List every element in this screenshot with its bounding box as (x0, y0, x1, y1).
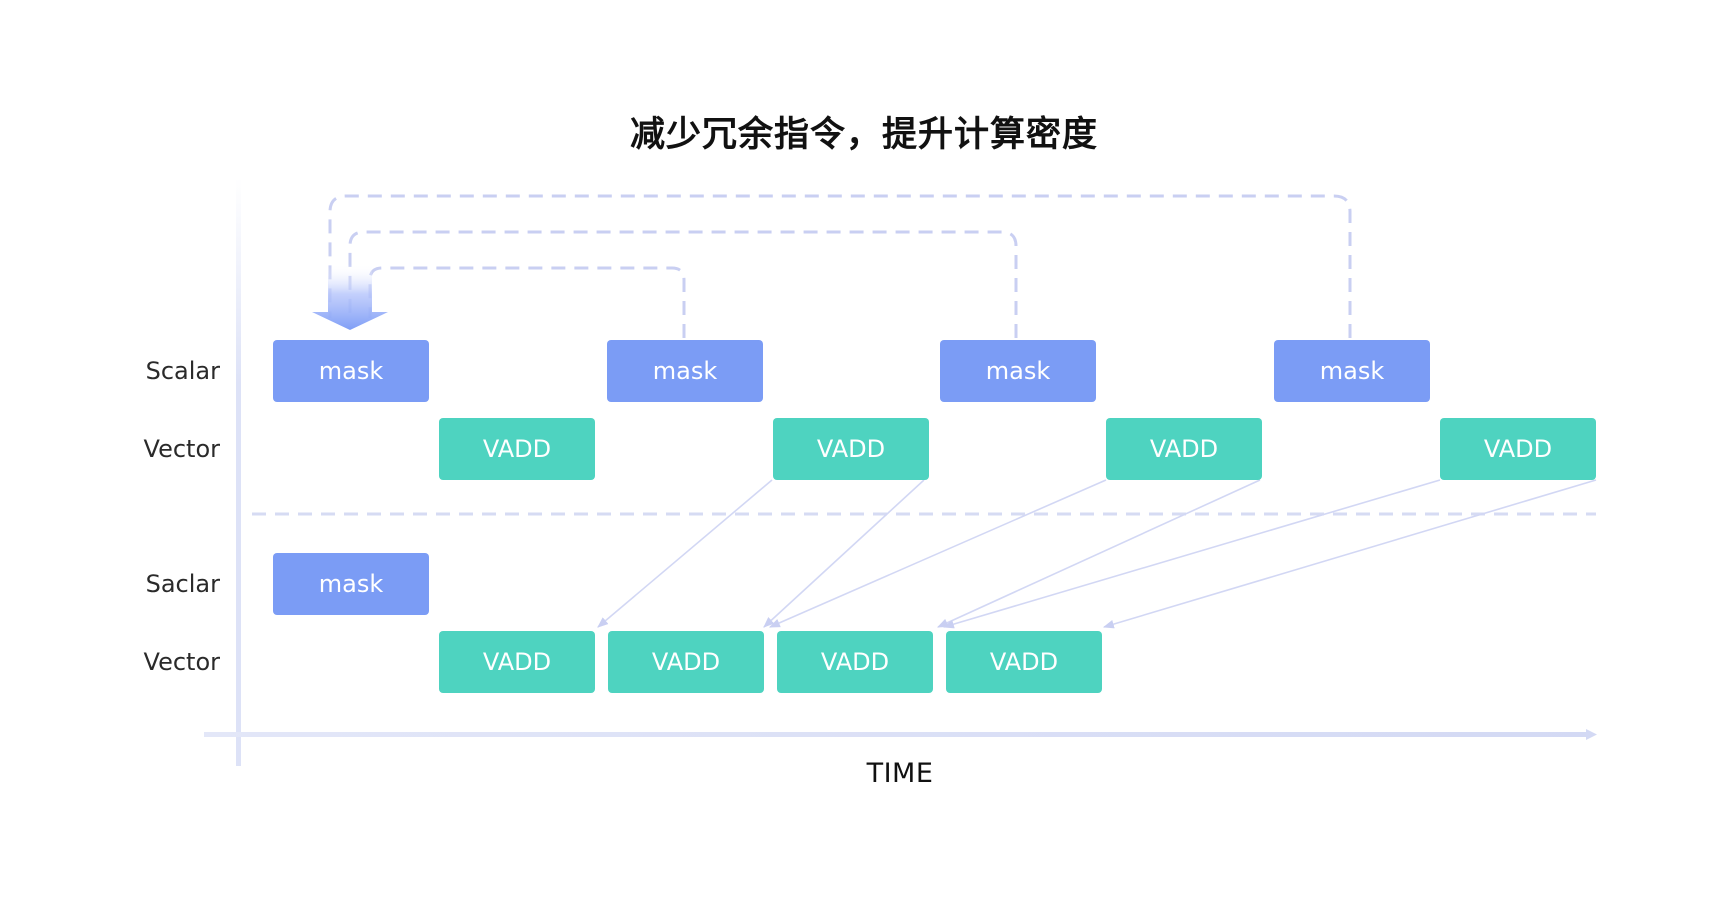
reuse-connector-inner (368, 266, 686, 338)
bottom-vadd-block-4: VADD (946, 631, 1102, 693)
top-vadd-block-1: VADD (439, 418, 595, 480)
reuse-connector-middle (348, 230, 1018, 338)
top-vadd-block-3: VADD (1106, 418, 1262, 480)
time-axis (204, 732, 1590, 737)
top-vector-label: Vector (143, 435, 220, 463)
bottom-vadd-block-1: VADD (439, 631, 595, 693)
reuse-connector-outer (328, 194, 1352, 338)
bottom-vadd-block-3: VADD (777, 631, 933, 693)
time-axis-label: TIME (866, 758, 934, 789)
compaction-arrows (597, 479, 1597, 629)
diagram-title: 减少冗余指令，提升计算密度 (629, 115, 1098, 155)
top-vadd-block-2: VADD (773, 418, 929, 480)
bottom-vector-label: Vector (143, 648, 220, 676)
top-scalar-label: Scalar (145, 357, 220, 385)
bottom-mask-block-1: mask (273, 553, 429, 615)
top-mask-block-4: mask (1274, 340, 1430, 402)
time-axis-arrowhead (1586, 729, 1597, 740)
vertical-axis (236, 178, 241, 766)
top-vadd-block-4: VADD (1440, 418, 1596, 480)
top-mask-block-2: mask (607, 340, 763, 402)
bottom-scalar-label: Saclar (145, 570, 220, 598)
bottom-vadd-block-2: VADD (608, 631, 764, 693)
top-mask-block-1: mask (273, 340, 429, 402)
reuse-down-arrow (312, 264, 388, 330)
top-mask-block-3: mask (940, 340, 1096, 402)
